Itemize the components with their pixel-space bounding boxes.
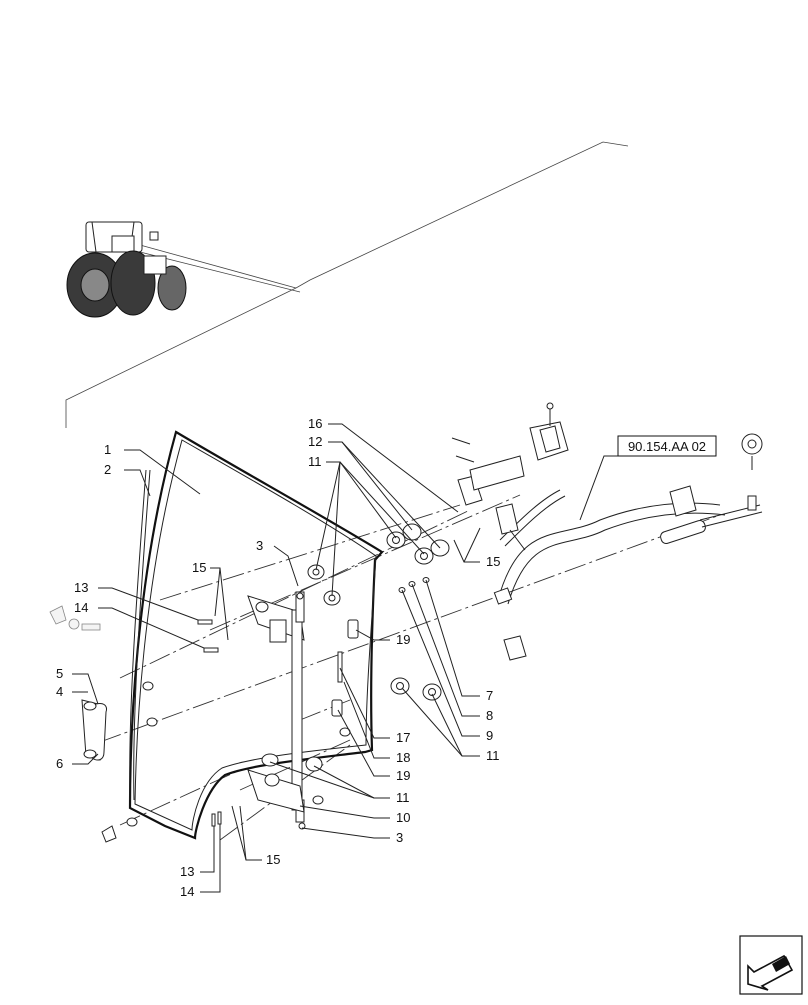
callout-label: 6 xyxy=(56,756,63,771)
callout-label: 18 xyxy=(396,750,410,765)
callout-label: 8 xyxy=(486,708,493,723)
callout-label: 17 xyxy=(396,730,410,745)
callout-labels: 1 2 16 12 11 3 15 13 14 5 4 6 15 19 7 8 … xyxy=(56,416,500,899)
callout-label: 3 xyxy=(256,538,263,553)
washers xyxy=(305,523,450,805)
hinge-assembly xyxy=(247,591,305,823)
tractor-thumbnail-icon xyxy=(66,221,187,318)
callout-label: 19 xyxy=(396,632,410,647)
callout-label: 19 xyxy=(396,768,410,783)
callout-label: 15 xyxy=(192,560,206,575)
center-lines xyxy=(99,494,721,841)
reference-box[interactable]: 90.154.AA 02 xyxy=(617,435,717,457)
callout-label: 11 xyxy=(308,454,322,469)
callout-label: 4 xyxy=(56,684,63,699)
callout-label: 2 xyxy=(104,462,111,477)
callout-label: 15 xyxy=(266,852,280,867)
perspective-frame xyxy=(65,141,629,428)
upper-bracket-assembly xyxy=(451,402,569,551)
callout-label: 10 xyxy=(396,810,410,825)
callout-label: 15 xyxy=(486,554,500,569)
callout-label: 16 xyxy=(308,416,322,431)
door-handle xyxy=(81,699,107,761)
bolts-and-pins xyxy=(197,577,430,830)
next-page-arrow-icon[interactable] xyxy=(739,935,803,995)
right-bracket-assembly xyxy=(503,433,763,661)
callout-label: 12 xyxy=(308,434,322,449)
glass-door-panel xyxy=(128,430,384,840)
callout-label: 11 xyxy=(396,790,410,805)
callout-label: 3 xyxy=(396,830,403,845)
callout-label: 13 xyxy=(74,580,88,595)
callout-label: 1 xyxy=(104,442,111,457)
callout-label: 14 xyxy=(74,600,88,615)
reference-box-label: 90.154.AA 02 xyxy=(628,439,706,454)
leader-lines xyxy=(72,423,618,893)
callout-label: 7 xyxy=(486,688,493,703)
callout-label: 5 xyxy=(56,666,63,681)
callout-label: 11 xyxy=(486,748,500,763)
callout-label: 13 xyxy=(180,864,194,879)
callout-label: 14 xyxy=(180,884,194,899)
side-fasteners xyxy=(49,605,158,843)
gas-strut-hose xyxy=(493,489,763,605)
callout-label: 9 xyxy=(486,728,493,743)
